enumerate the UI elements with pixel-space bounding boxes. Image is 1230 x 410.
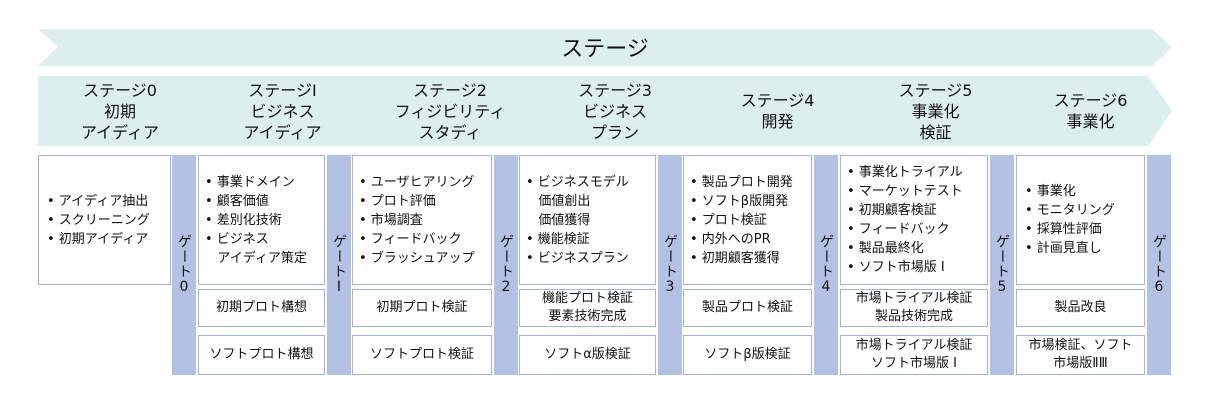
stage-chevron-3 [520,76,713,146]
list-item: • 顧客価値 [205,193,269,209]
list-item: • フィードバック [847,222,950,237]
activities-stage-4: • 製品プロト開発 • ソフトβ版開発 • プロト検証 • 内外へのPR • 初… [683,155,812,285]
gate-label: ゲート [176,234,192,279]
gate-label: ゲート [1151,234,1167,279]
list-item: • 内外へのPR [690,231,771,247]
stage-3-label: ステージ3 ビジネス プラン [578,80,652,142]
list-item: • フィードバック [359,231,462,247]
list-item: アイディア策定 [205,250,307,266]
gate-label: ゲート [662,234,678,279]
stage-5-label: ステージ5 事業化 検証 [898,80,973,142]
gate-label: ゲート [994,234,1010,279]
stage-chevron-4 [684,76,870,146]
deliverable-sw-3: ソフトα版検証 [519,335,656,375]
list-item: • モニタリング [1025,203,1115,218]
deliverable-sw-6: 市場検証、ソフト 市場版ⅡⅢ [1016,335,1145,375]
list-item: • 市場調査 [359,212,423,228]
list-item: • アイディア抽出 [47,193,149,209]
activities-stage-2: • ユーザヒアリング • プロト評価 • 市場調査 • フィードバック • ブラ… [352,155,492,285]
list-item: • 製品プロト開発 [690,174,793,190]
list-item: • 採算性評価 [1025,222,1102,237]
list-item: • 機能検証 [526,231,590,247]
stage-chevron-2 [352,76,549,146]
list-item: • 計画見直し [1025,241,1102,256]
list-item: • ソフトβ版開発 [690,193,789,209]
list-item: • 初期顧客獲得 [690,250,780,266]
deliverable-hw-6: 製品改良 [1016,289,1145,327]
list-item: • ブラッシュアップ [359,250,475,266]
deliverable-hw-1: 初期プロト構想 [198,289,325,327]
list-item: • 事業ドメイン [205,174,295,190]
stage-chevron-1 [188,76,381,146]
stage-1-label: ステージⅠ ビジネス アイディア [243,80,322,142]
deliverable-sw-2: ソフトプロト検証 [352,335,492,375]
gate-number: 3 [662,279,678,296]
gate-number: 4 [818,279,834,296]
stage-6-label: ステージ6 事業化 [1053,91,1128,131]
list-item: • ビジネス [205,231,269,247]
activities-stage-6: • 事業化 • モニタリング • 採算性評価 • 計画見直し [1016,155,1145,285]
stage-header-label: ステージ [561,37,649,62]
list-item: • 事業化 [1025,184,1076,199]
stage-chevron-0 [38,76,218,146]
stage-2-label: ステージ2 フィジビリティ スタディ [394,80,506,142]
list-item: • スクリーニング [47,212,150,228]
activities-stage-0: • アイディア抽出 • スクリーニング • 初期アイディア [38,155,171,285]
activities-stage-1: • 事業ドメイン • 顧客価値 • 差別化技術 • ビジネス アイディア策定 [198,155,325,285]
list-item: • ビジネスモデル [526,174,629,190]
list-item: • ユーザヒアリング [359,174,475,190]
activities-stage-3: • ビジネスモデル 価値創出 価値獲得 • 機能検証 • ビジネスプラン [519,155,656,285]
list-item: • ソフト市場版 Ⅰ [847,260,945,275]
deliverable-hw-2: 初期プロト検証 [352,289,492,327]
stage-4-label: ステージ4 開発 [740,91,815,131]
activities-stage-5: • 事業化トライアル • マーケットテスト • 初期顧客検証 • フィードバック… [840,155,988,285]
stage-chevron-5 [841,76,1030,146]
list-item: • プロト検証 [690,212,767,228]
list-item: • 差別化技術 [205,212,282,228]
list-item: 価値獲得 [526,212,591,228]
gate-label: ゲート [331,234,347,279]
top-stage-arrow [38,29,1172,66]
gate-number: 5 [994,279,1010,296]
list-item: • プロト評価 [359,193,436,209]
gate-label: ゲート [818,234,834,279]
gate-number: 0 [176,279,192,296]
deliverable-sw-5: 市場トライアル検証 ソフト市場版 Ⅰ [840,335,988,375]
list-item: • 製品最終化 [847,241,924,256]
gate-number: Ⅰ [331,279,347,296]
list-item: • 初期顧客検証 [847,203,937,218]
stage-arrows [38,29,1172,146]
gate-number: 6 [1151,279,1167,296]
list-item: • 初期アイディア [47,231,149,247]
deliverable-hw-4: 製品プロト検証 [683,289,812,327]
deliverable-hw-3: 機能プロト検証 要素技術完成 [519,289,656,327]
deliverable-sw-1: ソフトプロト構想 [198,335,325,375]
stage-0-label: ステージ0 初期 アイディア [80,80,160,142]
list-item: 価値創出 [526,193,591,209]
deliverable-sw-4: ソフトβ版検証 [683,335,812,375]
list-item: • 事業化トライアル [847,165,963,180]
stage-chevron-6 [1001,76,1172,146]
gate-label: ゲート [498,234,514,279]
deliverable-hw-5: 市場トライアル検証 製品技術完成 [840,289,988,327]
list-item: • ビジネスプラン [526,250,629,266]
gate-number: 2 [498,279,514,296]
list-item: • マーケットテスト [847,184,963,199]
